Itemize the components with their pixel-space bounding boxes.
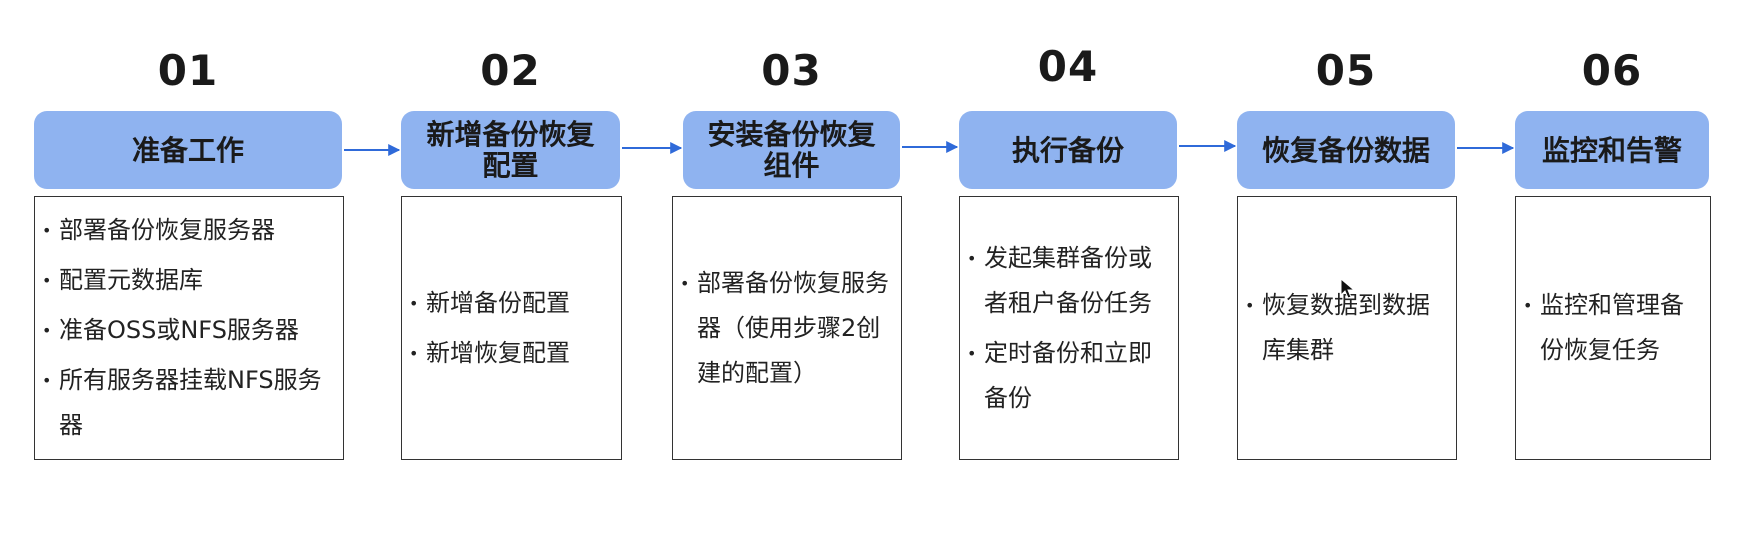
step-5-box: 恢复数据到数据库集群 [1237, 196, 1457, 460]
step-5-title: 恢复备份数据 [1261, 133, 1430, 167]
step-2-box: 新增备份配置 新增恢复配置 [401, 196, 622, 460]
step-1-list: 部署备份恢复服务器 配置元数据库 准备OSS或NFS服务器 所有服务器挂载NFS… [35, 208, 343, 448]
step-3-number: 03 [761, 46, 822, 95]
mouse-pointer-icon [1340, 278, 1356, 299]
step-1-item-2: 配置元数据库 [35, 258, 333, 303]
step-6-number: 06 [1581, 46, 1643, 95]
step-2-list: 新增备份配置 新增恢复配置 [402, 281, 621, 376]
step-6-title: 监控和告警 [1541, 133, 1682, 167]
step-1-title: 准备工作 [131, 133, 244, 167]
step-2-item-2: 新增恢复配置 [402, 331, 611, 376]
step-1-header: 准备工作 [34, 111, 342, 189]
step-1-number: 01 [157, 46, 219, 95]
step-6-header: 监控和告警 [1515, 111, 1709, 189]
step-3-list: 部署备份恢复服务器（使用步骤2创建的配置） [673, 261, 901, 396]
step-5-header: 恢复备份数据 [1237, 111, 1455, 189]
step-5-list: 恢复数据到数据库集群 [1238, 283, 1456, 373]
step-3-item-1: 部署备份恢复服务器（使用步骤2创建的配置） [673, 261, 891, 396]
step-2-number: 02 [480, 46, 541, 95]
step-2-header: 新增备份恢复配置 [401, 111, 620, 189]
step-5-number: 05 [1315, 46, 1377, 95]
step-4-header: 执行备份 [959, 111, 1177, 189]
step-6-list: 监控和管理备份恢复任务 [1516, 283, 1710, 373]
step-2-title: 新增备份恢复配置 [426, 118, 595, 182]
step-5-item-1: 恢复数据到数据库集群 [1238, 283, 1446, 373]
step-2-item-1: 新增备份配置 [402, 281, 611, 326]
step-1-box: 部署备份恢复服务器 配置元数据库 准备OSS或NFS服务器 所有服务器挂载NFS… [34, 196, 344, 460]
step-6-box: 监控和管理备份恢复任务 [1515, 196, 1711, 460]
step-4-title: 执行备份 [1011, 133, 1124, 167]
step-1-item-3: 准备OSS或NFS服务器 [35, 308, 333, 353]
step-4-number: 04 [1037, 42, 1099, 91]
step-6-item-1: 监控和管理备份恢复任务 [1516, 283, 1700, 373]
step-4-item-1: 发起集群备份或者租户备份任务 [960, 236, 1168, 326]
step-3-title: 安装备份恢复组件 [707, 118, 876, 182]
step-4-item-2: 定时备份和立即备份 [960, 331, 1168, 421]
step-1-item-1: 部署备份恢复服务器 [35, 208, 333, 253]
step-4-box: 发起集群备份或者租户备份任务 定时备份和立即备份 [959, 196, 1179, 460]
step-3-header: 安装备份恢复组件 [683, 111, 900, 189]
step-1-item-4: 所有服务器挂载NFS服务器 [35, 358, 333, 448]
step-3-box: 部署备份恢复服务器（使用步骤2创建的配置） [672, 196, 902, 460]
step-4-list: 发起集群备份或者租户备份任务 定时备份和立即备份 [960, 236, 1178, 421]
